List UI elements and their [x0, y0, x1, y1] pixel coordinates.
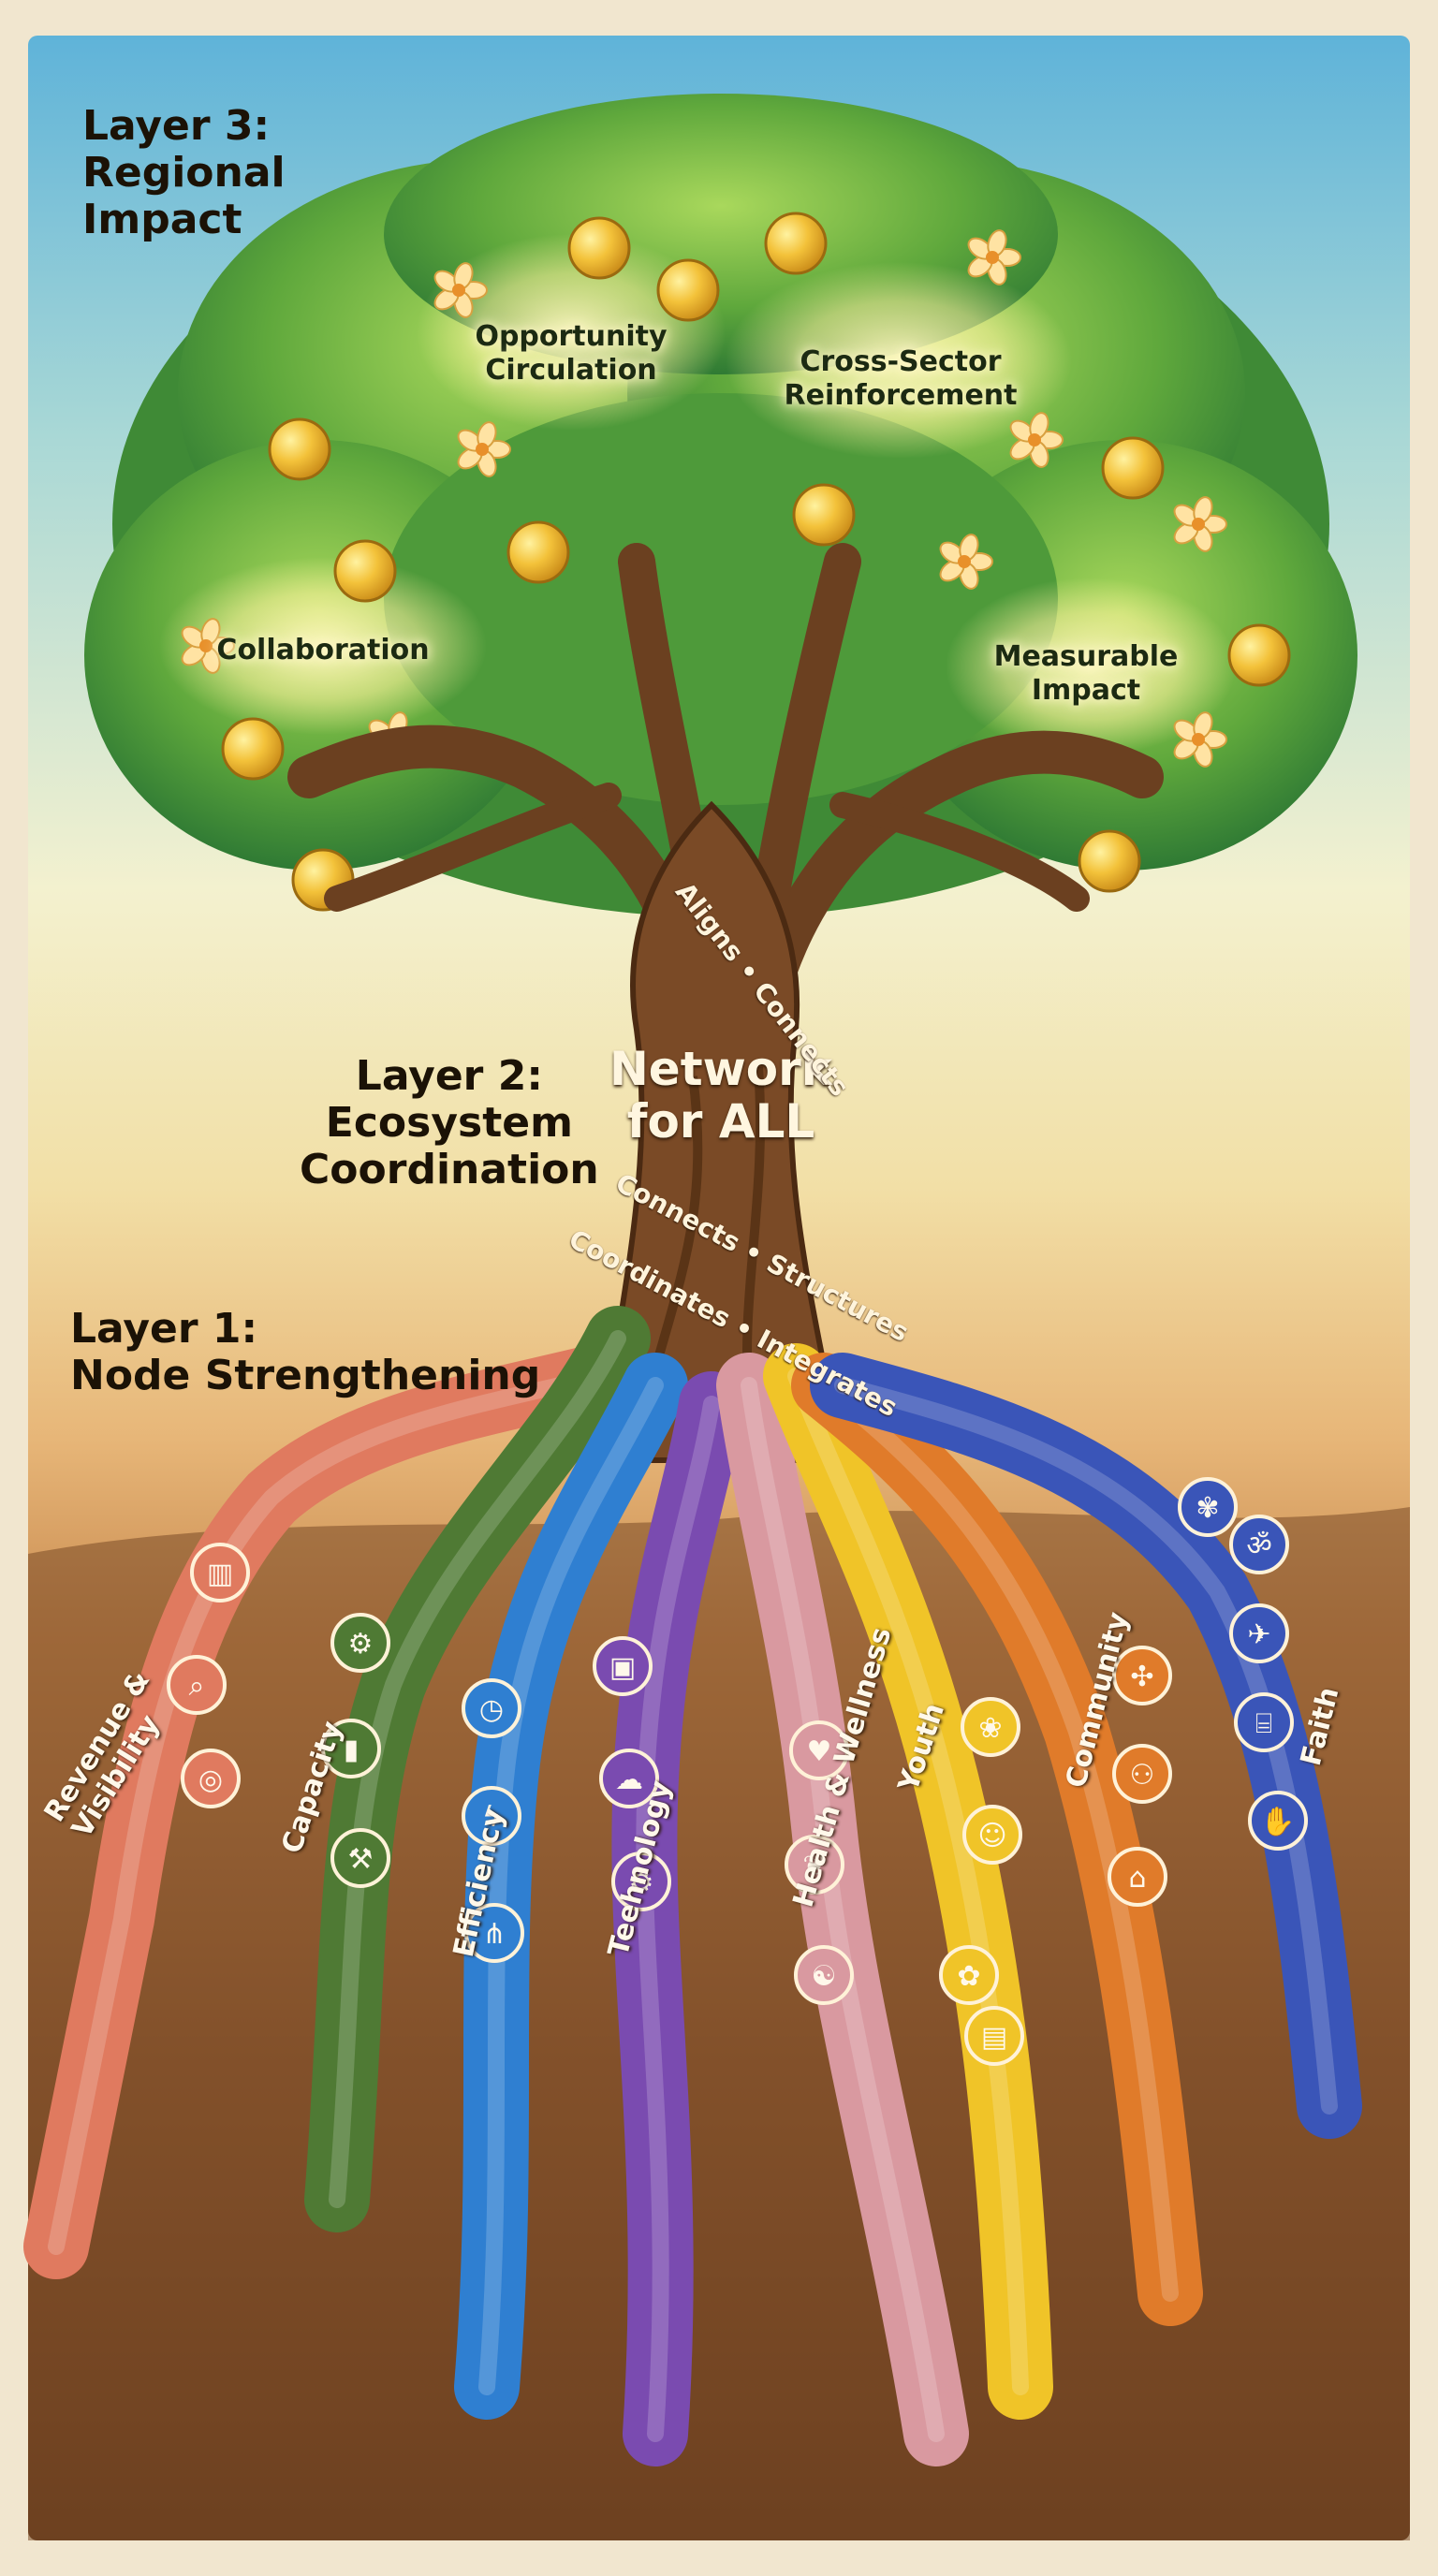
layer-3-label: Layer 3: Regional Impact [82, 103, 286, 243]
svg-text:⚇: ⚇ [1130, 1759, 1155, 1792]
svg-text:⌂: ⌂ [1128, 1862, 1146, 1895]
dove-icon: ✈ [1231, 1605, 1287, 1661]
svg-text:✈: ✈ [1247, 1618, 1270, 1651]
fruit-6 [1103, 438, 1163, 498]
network-line2: for ALL [609, 1095, 832, 1148]
svg-text:▥: ▥ [207, 1558, 233, 1590]
svg-text:⚒: ⚒ [348, 1843, 374, 1876]
om-icon: ॐ [1231, 1516, 1287, 1573]
people-icon: ⚇ [1114, 1746, 1170, 1802]
layer-2-title: Layer 2: [300, 1053, 599, 1100]
meditation-icon: ☯ [796, 1947, 852, 2003]
fruit-8 [223, 719, 283, 779]
svg-text:❀: ❀ [978, 1712, 1002, 1745]
collaboration-line1: Collaboration [216, 634, 429, 667]
canopy-label-collaboration: Collaboration [216, 634, 429, 667]
sprout-hand-icon: ❀ [962, 1699, 1019, 1755]
svg-text:✾: ✾ [1196, 1492, 1219, 1525]
svg-text:☁: ☁ [615, 1764, 643, 1796]
svg-text:▣: ▣ [609, 1651, 636, 1684]
coins-icon: ◎ [183, 1750, 239, 1807]
svg-text:⌸: ⌸ [1255, 1707, 1272, 1740]
magnifier-icon: ⌕ [169, 1657, 225, 1713]
fruit-0 [658, 260, 718, 320]
canopy-label-cross-sector: Cross-Sector Reinforcement [785, 345, 1018, 413]
layer-3-line2: Regional [82, 150, 286, 197]
svg-text:⚙: ⚙ [348, 1628, 374, 1661]
canopy-label-measurable: Measurable Impact [994, 640, 1179, 708]
layer-1-title: Layer 1: [70, 1306, 540, 1353]
svg-text:☺: ☺ [977, 1820, 1006, 1852]
layer-2-label: Layer 2: Ecosystem Coordination [300, 1053, 599, 1193]
cross-sector-line1: Cross-Sector [785, 345, 1018, 379]
dumbbell-icon: ⚒ [332, 1830, 389, 1886]
fruit-7 [1229, 625, 1289, 685]
fruit-4 [569, 218, 629, 278]
measurable-line2: Impact [994, 674, 1179, 708]
gear-icon: ⚙ [332, 1615, 389, 1671]
layer-3-title: Layer 3: [82, 103, 286, 150]
house-icon: ⌂ [1109, 1849, 1166, 1905]
fruit-11 [766, 213, 826, 273]
opportunity-line2: Circulation [475, 354, 667, 388]
svg-text:✿: ✿ [957, 1960, 980, 1993]
cross-sector-line2: Reinforcement [785, 379, 1018, 413]
chart-icon: ▥ [192, 1544, 248, 1601]
layer-1-line2: Node Strengthening [70, 1353, 540, 1399]
fruit-1 [270, 419, 330, 479]
svg-text:ॐ: ॐ [1246, 1530, 1271, 1562]
layer-3-line3: Impact [82, 197, 286, 243]
book-icon: ▤ [966, 2008, 1022, 2064]
svg-text:▮: ▮ [344, 1734, 360, 1766]
svg-text:◷: ◷ [479, 1693, 504, 1726]
chip-icon: ▣ [594, 1638, 651, 1694]
lotus-icon: ✾ [1180, 1479, 1236, 1535]
smiley-icon: ☺ [964, 1807, 1020, 1863]
layer-1-label: Layer 1: Node Strengthening [70, 1306, 540, 1399]
fruit-5 [794, 485, 854, 545]
layer-2-line3: Coordination [300, 1147, 599, 1193]
layer-2-line2: Ecosystem [300, 1100, 599, 1147]
temple-icon: ⌸ [1236, 1694, 1292, 1750]
measurable-line1: Measurable [994, 640, 1179, 674]
seedling-icon: ✿ [941, 1947, 997, 2003]
fruit-10 [1079, 831, 1139, 891]
svg-text:◎: ◎ [198, 1764, 223, 1796]
canopy-label-opportunity: Opportunity Circulation [475, 320, 667, 388]
svg-text:✣: ✣ [1130, 1661, 1153, 1693]
stopwatch-icon: ◷ [463, 1680, 520, 1736]
praying-hands-icon: ✋ [1250, 1793, 1306, 1849]
svg-text:✋: ✋ [1260, 1805, 1295, 1838]
opportunity-line1: Opportunity [475, 320, 667, 354]
fruit-3 [508, 522, 568, 582]
svg-text:⌕: ⌕ [189, 1670, 205, 1703]
svg-text:☯: ☯ [812, 1960, 837, 1993]
fruit-2 [335, 541, 395, 601]
svg-text:▤: ▤ [981, 2021, 1007, 2054]
